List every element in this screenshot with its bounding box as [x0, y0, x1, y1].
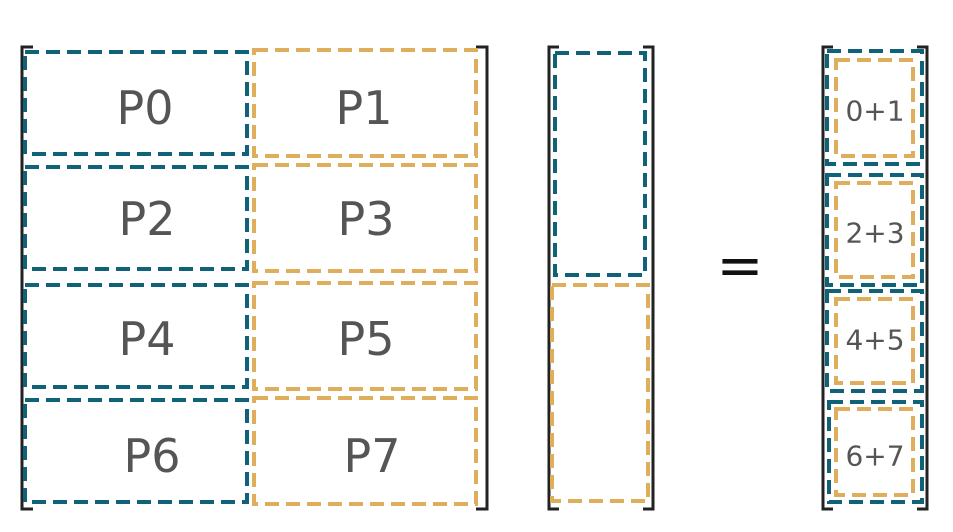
vector-bottom-segment	[550, 283, 650, 503]
result-entry-0-outer	[825, 49, 924, 166]
block-p7-outline	[252, 396, 478, 506]
block-p6-label: P6	[123, 429, 180, 483]
result-entry-3-label: 6+7	[845, 440, 904, 473]
result-entry-3-inner	[834, 407, 915, 497]
vector-left-bracket	[547, 45, 559, 511]
block-p5-label: P5	[337, 312, 394, 366]
block-p0-outline	[23, 50, 249, 156]
block-p7-label: P7	[343, 429, 400, 483]
result-entry-2-inner	[834, 297, 915, 385]
block-p6-outline	[23, 398, 249, 504]
block-p2-label: P2	[118, 192, 175, 246]
block-p2-outline	[23, 165, 249, 271]
result-entry-0-label: 0+1	[845, 95, 904, 128]
matrix-left-bracket	[20, 45, 33, 511]
matrix-right-bracket	[476, 45, 489, 511]
result-entry-1-outer	[825, 173, 924, 287]
result-vector: 0+1 2+3 4+5 6+7	[821, 45, 929, 511]
matrix: P0 P1 P2 P3 P4 P5 P6 P7	[20, 45, 489, 511]
vector-right-bracket	[643, 45, 655, 511]
result-entry-1-inner	[834, 181, 915, 279]
result-entry-2-label: 4+5	[845, 324, 904, 357]
result-entry-0-inner	[834, 58, 915, 158]
vector	[547, 45, 655, 511]
block-p3-outline	[252, 163, 478, 273]
result-entry-2-outer	[825, 289, 924, 393]
block-p4-outline	[23, 283, 249, 389]
block-p4-label: P4	[118, 312, 175, 366]
block-p1-outline	[252, 48, 478, 158]
block-p0-label: P0	[116, 81, 173, 135]
block-p1-label: P1	[335, 81, 392, 135]
result-entry-1-label: 2+3	[845, 217, 904, 250]
vector-top-segment	[553, 51, 647, 277]
equals-sign: =	[717, 234, 764, 299]
result-right-bracket	[917, 45, 929, 511]
result-left-bracket	[821, 45, 833, 511]
result-entry-3-outer	[827, 400, 924, 504]
block-p3-label: P3	[337, 192, 394, 246]
block-p5-outline	[252, 281, 478, 391]
